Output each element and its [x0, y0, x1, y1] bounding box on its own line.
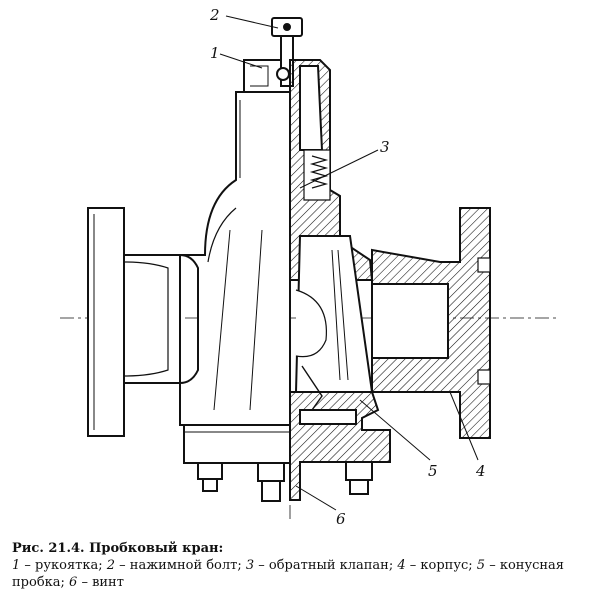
- legend-text-4: – корпус;: [405, 558, 477, 573]
- legend-num-1: 1: [12, 558, 21, 573]
- leader-lines: [219, 15, 479, 511]
- callout-6: 6: [336, 510, 346, 528]
- legend-num-5: 5: [476, 558, 486, 573]
- conical-plug: [294, 235, 374, 411]
- legend-text-1: – рукоятка;: [20, 558, 107, 573]
- callout-3: 3: [380, 138, 390, 156]
- callout-5: 5: [428, 462, 438, 480]
- plug-valve-drawing: 2 1 3 5 4 6: [60, 6, 560, 528]
- callout-2: 2: [209, 6, 220, 24]
- legend-num-3: 3: [245, 558, 255, 573]
- legend-num-6: 6: [69, 575, 78, 590]
- valve-body-section: [289, 59, 491, 501]
- callout-1: 1: [210, 44, 220, 62]
- legend-text-5: – конусная пробка;: [12, 558, 565, 590]
- caption-legend: 1 – рукоятка; 2 – нажимной болт; 3 – обр…: [12, 557, 600, 591]
- callout-4: 4: [475, 462, 486, 480]
- legend-text-3: – обратный клапан;: [254, 558, 398, 573]
- legend-num-2: 2: [106, 558, 116, 573]
- left-flange: [87, 207, 181, 437]
- legend-text-6: – винт: [77, 575, 124, 590]
- legend-text-2: – нажимной болт;: [115, 558, 246, 573]
- caption-title: Рис. 21.4. Пробковый кран:: [12, 541, 224, 556]
- legend-num-4: 4: [397, 558, 406, 573]
- valve-body-exterior: [179, 91, 291, 502]
- figure-caption: Рис. 21.4. Пробковый кран: 1 – рукоятка;…: [12, 540, 600, 591]
